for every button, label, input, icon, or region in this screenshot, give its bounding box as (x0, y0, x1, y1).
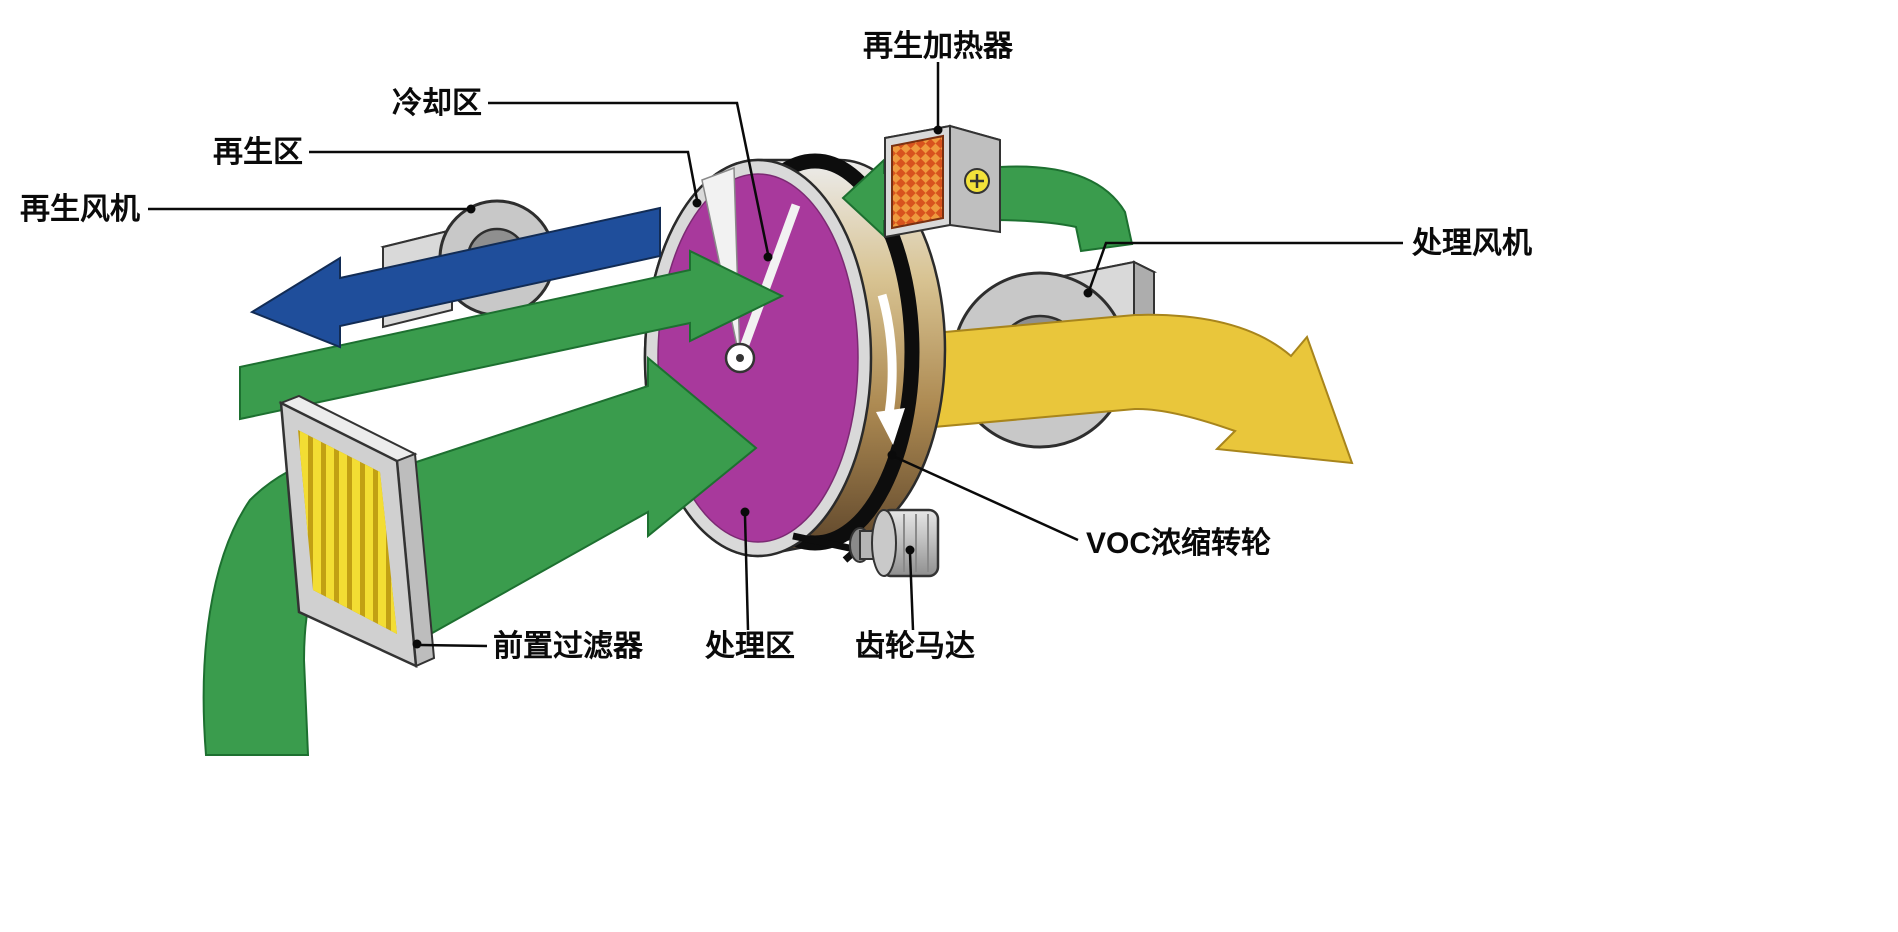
leader-process-zone (743, 515, 750, 631)
leader-dot-regen-fan (466, 204, 476, 214)
leader-pre-filter (420, 643, 488, 648)
leader-dot-regen-zone (692, 198, 702, 208)
heater-element (891, 134, 944, 230)
clean-air-arrow (877, 313, 1354, 465)
rotor-hub-pin (736, 354, 744, 362)
motor-end-cap (871, 509, 897, 577)
label-regen-fan: 再生风机 (20, 193, 140, 226)
label-cooling-zone: 冷却区 (392, 87, 482, 120)
label-process-fan: 处理风机 (1411, 227, 1532, 260)
gear-motor (792, 508, 940, 578)
leader-dot-regen-heater (933, 125, 943, 135)
motor-ribs (903, 514, 929, 572)
leader-dot-pre-filter (412, 639, 422, 649)
regen-heater (884, 124, 1001, 239)
leader-dot-voc-rotor (887, 450, 897, 460)
leader-dot-process-zone (740, 507, 750, 517)
leader-dot-gear-motor (905, 545, 915, 555)
leader-gear-motor (908, 552, 915, 631)
heater-terminal-cross-icon (970, 174, 984, 188)
rotation-arrow (877, 293, 897, 421)
leader-cooling-zone (488, 101, 770, 255)
label-gear-motor: 齿轮马达 (855, 630, 975, 663)
leader-lines (148, 62, 1403, 649)
regen-exhaust-arrow (249, 206, 661, 349)
leader-dot-process-fan (1083, 288, 1093, 298)
leader-voc-rotor (894, 455, 1079, 542)
label-voc-rotor: VOC浓缩转轮 (1086, 527, 1271, 560)
labels: 再生加热器 冷却区 再生区 再生风机 处理风机 VOC浓缩转轮 前置过滤器 处理… (20, 30, 1532, 663)
label-pre-filter: 前置过滤器 (493, 630, 644, 663)
leader-dot-cooling-zone (763, 252, 773, 262)
leader-process-fan (1087, 241, 1403, 292)
label-regen-zone: 再生区 (213, 136, 303, 169)
label-process-zone: 处理区 (704, 630, 795, 663)
leader-regen-zone (309, 150, 699, 201)
label-regen-heater: 再生加热器 (863, 30, 1014, 63)
rotation-arrowhead-icon (876, 408, 905, 445)
pre-filter (278, 394, 436, 669)
zone-divider-line (735, 203, 801, 360)
clean-air-arrow-shape (877, 313, 1354, 465)
process-air-band (390, 355, 758, 652)
regen-exhaust-arrow-shape (249, 206, 661, 349)
